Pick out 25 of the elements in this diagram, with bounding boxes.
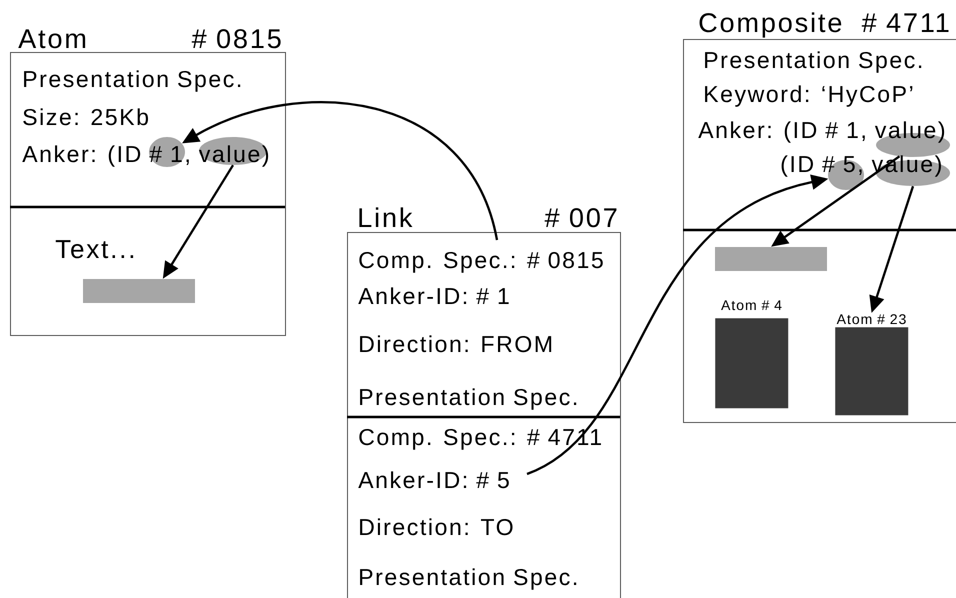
- field-text: Presentation Spec.: [360, 388, 576, 410]
- field-text: Presentation Spec.: [705, 51, 922, 73]
- field-text: Anker-ID: # 1: [358, 287, 509, 304]
- content-text: Text...: [56, 240, 134, 258]
- content-bar: [83, 279, 195, 303]
- highlight-ellipse: [199, 137, 267, 165]
- record-number: # 0815: [192, 29, 281, 48]
- record-title: Atom: [18, 29, 86, 48]
- block-label: Atom # 23: [836, 314, 906, 324]
- content-bar: [715, 247, 827, 271]
- field-text: Direction: FROM: [360, 335, 552, 352]
- record-number: # 4711: [862, 13, 948, 32]
- field-text: Size: 25Kb: [23, 108, 148, 126]
- field-text: Anker: (ID # 1, value): [698, 121, 944, 143]
- field-text: Anker-ID: # 5: [358, 471, 509, 488]
- record-title: Composite: [700, 12, 842, 38]
- field-text: Direction: TO: [360, 518, 513, 536]
- field-text: Presentation Spec.: [360, 568, 576, 590]
- field-text: Keyword: ‘HyCoP’: [705, 85, 912, 107]
- field-text: Comp. Spec.: # 0815: [359, 252, 603, 273]
- field-text: Anker: (ID # 1, value): [22, 145, 268, 167]
- block-label: Atom # 4: [721, 300, 782, 310]
- record-title: Link: [359, 207, 412, 227]
- field-text: Presentation Spec.: [24, 70, 240, 92]
- record-number: # 007: [544, 208, 616, 228]
